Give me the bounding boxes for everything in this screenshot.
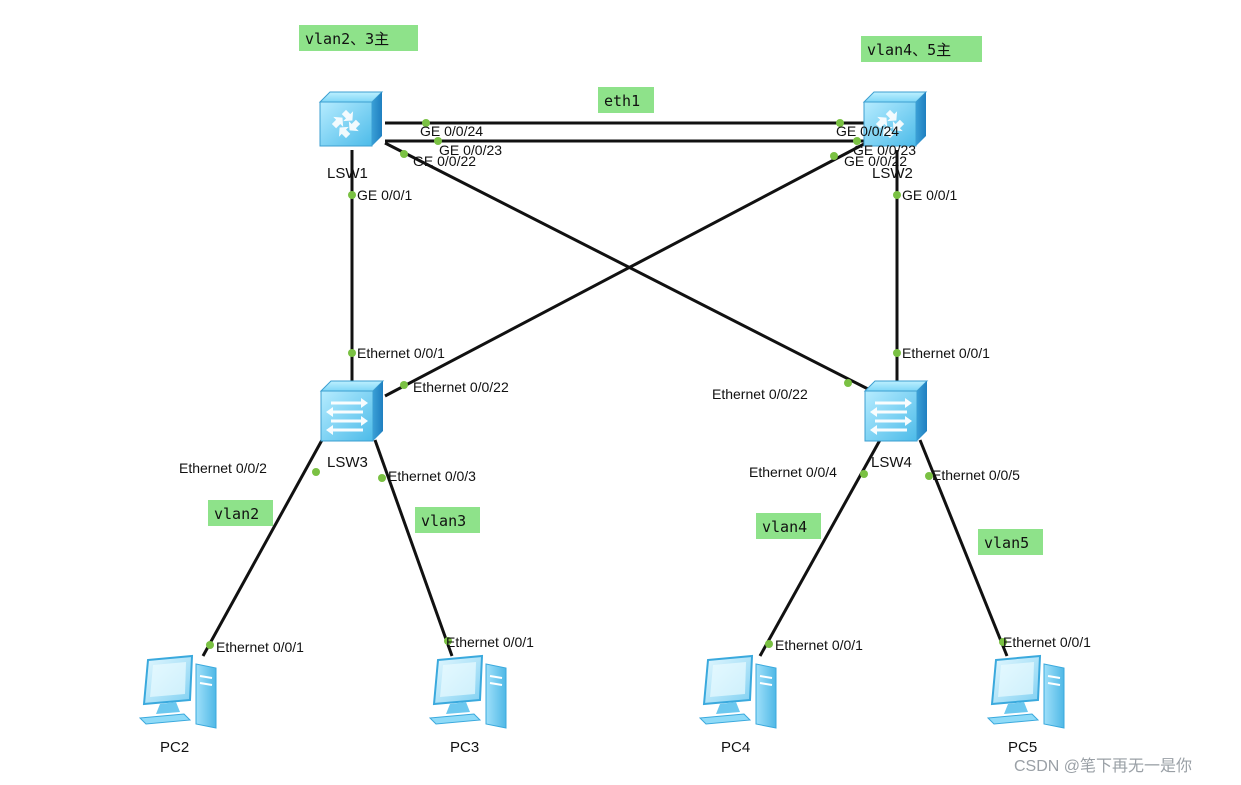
link-lsw1-lsw4 xyxy=(384,141,869,391)
port-label-lsw3-e3: Ethernet 0/0/3 xyxy=(388,468,476,484)
device-labels: LSW1 LSW2 LSW3 LSW4 PC2 PC3 PC4 PC5 xyxy=(160,165,1037,756)
port-label-lsw4-e5: Ethernet 0/0/5 xyxy=(932,467,1020,483)
port-dot-lsw1-ge22 xyxy=(400,150,408,158)
port-dot-lsw1-ge1 xyxy=(348,191,356,199)
port-dots xyxy=(206,119,1007,649)
port-label-lsw3-e1: Ethernet 0/0/1 xyxy=(357,345,445,361)
link-lsw3-pc2 xyxy=(201,439,324,657)
device-label-lsw1: LSW1 xyxy=(327,165,368,182)
device-label-pc4: PC4 xyxy=(721,739,750,756)
note-vlan2-text: vlan2 xyxy=(214,505,259,523)
port-label-lsw1-ge23: GE 0/0/23 xyxy=(439,142,502,158)
note-vlan5: vlan5 xyxy=(978,529,1043,555)
port-dot-lsw2-ge24 xyxy=(836,119,844,127)
port-dot-pc4-e1 xyxy=(765,640,773,648)
pc2-icon[interactable] xyxy=(139,655,217,729)
port-label-lsw4-e1: Ethernet 0/0/1 xyxy=(902,345,990,361)
port-dot-pc5-e1 xyxy=(999,638,1007,646)
note-vlan3-text: vlan3 xyxy=(421,512,466,530)
pc3-icon[interactable] xyxy=(429,655,507,729)
link-lsw4-pc4 xyxy=(758,439,882,657)
port-dot-lsw4-e1 xyxy=(893,349,901,357)
port-dot-lsw4-e4 xyxy=(860,470,868,478)
device-label-pc5: PC5 xyxy=(1008,739,1037,756)
port-dot-lsw2-ge22 xyxy=(830,152,838,160)
port-dot-lsw2-ge23 xyxy=(853,137,861,145)
port-dot-pc3-e1 xyxy=(444,637,452,645)
device-label-lsw2: LSW2 xyxy=(872,165,913,182)
port-label-pc4-e1: Ethernet 0/0/1 xyxy=(775,637,863,653)
note-vlan2: vlan2 xyxy=(208,500,273,526)
note-eth-trunk-text: eth1 xyxy=(604,92,640,110)
port-dot-lsw1-ge23 xyxy=(434,137,442,145)
pc4-icon[interactable] xyxy=(699,655,777,729)
note-eth-trunk: eth1 xyxy=(598,87,654,113)
port-dot-lsw4-e5 xyxy=(925,472,933,480)
device-label-pc2: PC2 xyxy=(160,739,189,756)
link-lsw3-pc3 xyxy=(373,439,454,657)
port-label-lsw2-ge23: GE 0/0/23 xyxy=(853,142,916,158)
port-dot-lsw3-e1 xyxy=(348,349,356,357)
port-label-pc5-e1: Ethernet 0/0/1 xyxy=(1003,634,1091,650)
port-dot-lsw3-e3 xyxy=(378,474,386,482)
port-label-lsw3-e2: Ethernet 0/0/2 xyxy=(179,460,267,476)
note-sw2-master: vlan4、5主 xyxy=(861,36,982,62)
link-lsw2-lsw3 xyxy=(384,141,867,398)
note-vlan4-text: vlan4 xyxy=(762,518,807,536)
device-label-pc3: PC3 xyxy=(450,739,479,756)
port-label-lsw3-e22: Ethernet 0/0/22 xyxy=(413,379,509,395)
device-label-lsw4: LSW4 xyxy=(871,454,912,471)
device-label-lsw3: LSW3 xyxy=(327,454,368,471)
note-sw2-master-text: vlan4、5主 xyxy=(867,41,951,59)
note-sw1-master: vlan2、3主 xyxy=(299,25,418,51)
port-label-lsw2-ge22: GE 0/0/22 xyxy=(844,153,907,169)
note-vlan3: vlan3 xyxy=(415,507,480,533)
links xyxy=(201,121,1009,657)
port-label-lsw1-ge1: GE 0/0/1 xyxy=(357,187,412,203)
port-label-lsw4-e22: Ethernet 0/0/22 xyxy=(712,386,808,402)
watermark: CSDN @笔下再无一是你 xyxy=(1014,757,1192,775)
port-label-lsw2-ge1: GE 0/0/1 xyxy=(902,187,957,203)
port-dot-lsw1-ge24 xyxy=(422,119,430,127)
port-dot-lsw4-e22 xyxy=(844,379,852,387)
port-dot-lsw2-ge1 xyxy=(893,191,901,199)
port-labels: GE 0/0/24 GE 0/0/23 GE 0/0/22 GE 0/0/1 G… xyxy=(179,123,1091,655)
port-label-pc3-e1: Ethernet 0/0/1 xyxy=(446,634,534,650)
port-label-lsw2-ge24: GE 0/0/24 xyxy=(836,123,899,139)
note-vlan5-text: vlan5 xyxy=(984,534,1029,552)
pc5-icon[interactable] xyxy=(987,655,1065,729)
port-label-lsw1-ge22: GE 0/0/22 xyxy=(413,153,476,169)
port-dot-lsw3-e2 xyxy=(312,468,320,476)
port-label-lsw4-e4: Ethernet 0/0/4 xyxy=(749,464,837,480)
lsw3-icon[interactable] xyxy=(319,379,385,443)
port-dot-lsw3-e22 xyxy=(400,381,408,389)
note-sw1-master-text: vlan2、3主 xyxy=(305,30,389,48)
lsw4-icon[interactable] xyxy=(863,379,929,443)
lsw1-icon[interactable] xyxy=(319,91,383,147)
note-vlan4: vlan4 xyxy=(756,513,821,539)
port-dot-pc2-e1 xyxy=(206,641,214,649)
port-label-pc2-e1: Ethernet 0/0/1 xyxy=(216,639,304,655)
link-lsw4-pc5 xyxy=(918,439,1009,657)
port-label-lsw1-ge24: GE 0/0/24 xyxy=(420,123,483,139)
